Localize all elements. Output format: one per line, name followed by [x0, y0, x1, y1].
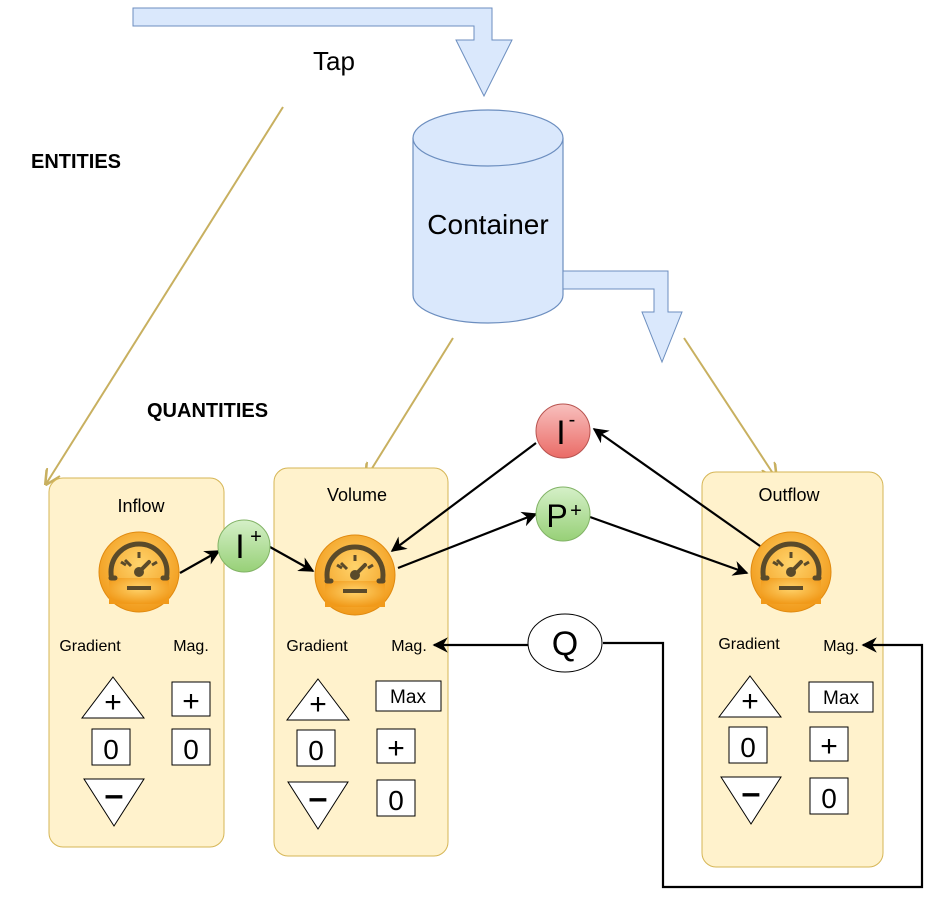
- svg-text:0: 0: [183, 734, 199, 765]
- container-entity: [412, 109, 564, 324]
- svg-text:+: +: [387, 732, 405, 765]
- outflow-magnitude-plus[interactable]: +: [809, 726, 849, 763]
- influence-negative-node: I -: [535, 403, 591, 459]
- quantities-heading: QUANTITIES: [147, 400, 268, 422]
- inflow-magnitude-plus[interactable]: +: [171, 681, 211, 718]
- q-to-outflow-mag-arrow: [603, 637, 924, 889]
- value-correspondence-node: Q: [527, 613, 603, 673]
- svg-text:+: +: [570, 500, 582, 522]
- inflow-to-i-plus-arrow: [179, 550, 221, 574]
- svg-text:+: +: [309, 688, 327, 721]
- svg-text:+: +: [820, 730, 838, 763]
- svg-text:Max: Max: [823, 688, 859, 709]
- inflow-quantity: Inflow Gradient Mag. + 0 – + 0: [48, 477, 225, 848]
- i-plus-to-volume-arrow: [269, 546, 315, 572]
- outflow-title: Outflow: [758, 485, 820, 505]
- volume-to-p-plus-arrow: [397, 511, 538, 570]
- container-to-volume-link: [366, 337, 454, 478]
- tap-to-inflow-link: [46, 106, 284, 484]
- svg-text:+: +: [250, 526, 262, 548]
- inflow-magnitude-zero[interactable]: 0: [171, 728, 211, 766]
- svg-text:P: P: [546, 498, 567, 534]
- svg-text:I: I: [235, 528, 244, 566]
- influence-positive-node: I +: [217, 519, 271, 573]
- svg-text:–: –: [309, 779, 328, 817]
- outflow-pipe-arrow: [562, 270, 683, 364]
- outflow-magnitude-max[interactable]: Max: [808, 681, 874, 713]
- inflow-gradient-plus[interactable]: +: [80, 676, 146, 719]
- inflow-gradient-zero[interactable]: 0: [91, 728, 131, 766]
- svg-text:+: +: [104, 686, 122, 719]
- gauge-icon: [751, 532, 831, 612]
- volume-magnitude-zero[interactable]: 0: [376, 779, 416, 817]
- inflow-magnitude-label: Mag.: [173, 638, 209, 655]
- outflow-to-i-minus-arrow: [592, 428, 761, 547]
- outflow-magnitude-label: Mag.: [823, 638, 859, 655]
- svg-text:–: –: [105, 776, 124, 814]
- i-minus-to-volume-arrow: [390, 442, 537, 552]
- proportional-positive-node: P +: [535, 486, 591, 542]
- gauge-icon: [99, 532, 179, 612]
- svg-text:0: 0: [308, 735, 324, 766]
- inflow-gradient-label: Gradient: [59, 638, 121, 655]
- svg-text:–: –: [742, 774, 761, 812]
- outflow-quantity: Outflow Gradient Mag. + 0 – Max + 0: [701, 471, 884, 868]
- volume-gradient-plus[interactable]: +: [285, 678, 351, 721]
- volume-gradient-label: Gradient: [286, 638, 348, 655]
- pipe-to-outflow-link: [683, 337, 776, 478]
- volume-gradient-zero[interactable]: 0: [296, 729, 336, 767]
- svg-text:Q: Q: [552, 625, 578, 663]
- container-label: Container: [427, 209, 548, 240]
- volume-quantity: Volume Gradient Mag. + 0 – Max + 0: [273, 467, 449, 857]
- volume-magnitude-plus[interactable]: +: [376, 728, 416, 765]
- volume-magnitude-label: Mag.: [391, 638, 427, 655]
- svg-text:+: +: [741, 685, 759, 718]
- gauge-icon: [315, 535, 395, 615]
- outflow-gradient-plus[interactable]: +: [717, 675, 783, 718]
- tap-flow-arrow: [132, 7, 513, 98]
- svg-text:0: 0: [740, 732, 756, 763]
- outflow-gradient-minus[interactable]: –: [720, 774, 782, 825]
- svg-text:I: I: [556, 414, 565, 452]
- p-plus-to-outflow-arrow: [589, 515, 749, 576]
- volume-title: Volume: [327, 485, 387, 505]
- svg-text:0: 0: [821, 783, 837, 814]
- entities-heading: ENTITIES: [31, 151, 121, 173]
- outflow-gradient-zero[interactable]: 0: [728, 726, 768, 764]
- svg-text:0: 0: [103, 734, 119, 765]
- volume-gradient-minus[interactable]: –: [287, 779, 349, 830]
- svg-text:0: 0: [388, 785, 404, 816]
- inflow-title: Inflow: [117, 496, 165, 516]
- outflow-gradient-label: Gradient: [718, 636, 780, 653]
- tap-label: Tap: [313, 46, 355, 76]
- svg-text:+: +: [182, 685, 200, 718]
- outflow-magnitude-zero[interactable]: 0: [809, 777, 849, 815]
- volume-magnitude-max[interactable]: Max: [375, 680, 442, 712]
- svg-text:-: -: [569, 409, 576, 431]
- svg-text:Max: Max: [390, 687, 426, 708]
- inflow-gradient-minus[interactable]: –: [83, 776, 145, 827]
